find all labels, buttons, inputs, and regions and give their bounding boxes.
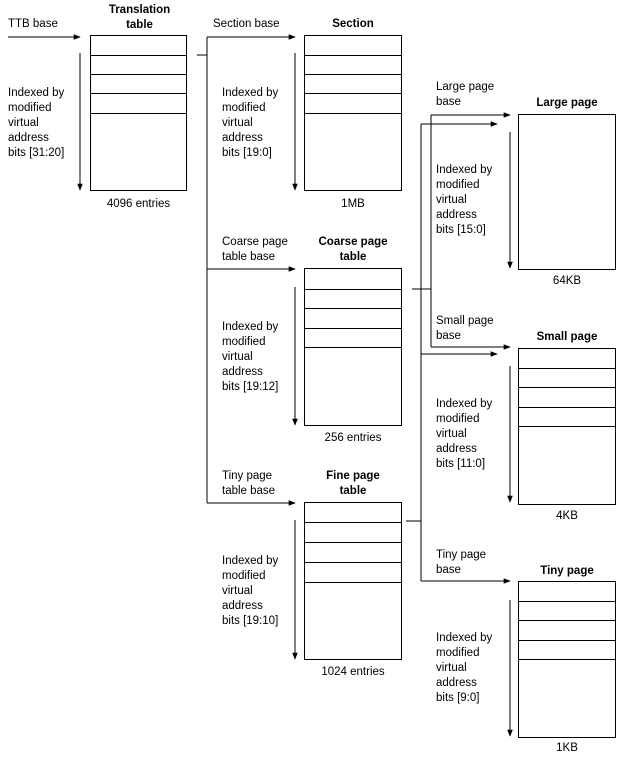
coarse-table-title: Coarse page table (318, 236, 388, 263)
section-box (304, 35, 402, 191)
large-page-box (518, 114, 616, 270)
small-base-label: Small page base (436, 315, 494, 342)
large-footer: 64KB (552, 275, 582, 287)
small-page-box (518, 348, 616, 505)
small-page-title: Small page (536, 331, 598, 343)
translation-index-label: Indexed by modified virtual address bits… (8, 87, 65, 159)
tiny-page-title: Tiny page (540, 565, 594, 577)
large-base-label: Large page base (436, 81, 495, 108)
section-title: Section (332, 18, 374, 30)
ttb-base-label: TTB base (8, 18, 58, 30)
tiny-base-label: Tiny page base (436, 549, 487, 576)
large-page-title: Large page (536, 97, 598, 109)
fine-page-table (304, 502, 402, 660)
translation-footer: 4096 entries (106, 198, 171, 210)
coarse-index-label: Indexed by modified virtual address bits… (222, 321, 279, 393)
translation-table (90, 35, 187, 191)
section-index-label: Indexed by modified virtual address bits… (222, 87, 279, 159)
small-footer: 4KB (556, 510, 578, 522)
translation-table-title: Translation table (108, 4, 171, 31)
fine-index-label: Indexed by modified virtual address bits… (222, 555, 279, 627)
coarse-page-table (304, 268, 402, 426)
coarse-base-label: Coarse page table base (222, 236, 288, 263)
fine-table-title: Fine page table (326, 470, 380, 497)
fine-footer: 1024 entries (321, 666, 385, 678)
section-footer: 1MB (341, 198, 365, 210)
tiny-footer: 1KB (556, 742, 578, 754)
large-index-label: Indexed by modified virtual address bits… (436, 164, 493, 236)
tiny-index-label: Indexed by modified virtual address bits… (436, 632, 493, 704)
section-base-label: Section base (213, 18, 280, 30)
coarse-footer: 256 entries (324, 432, 382, 444)
fine-base-label: Tiny page table base (222, 470, 276, 497)
tiny-page-box (518, 581, 616, 738)
small-index-label: Indexed by modified virtual address bits… (436, 398, 493, 470)
